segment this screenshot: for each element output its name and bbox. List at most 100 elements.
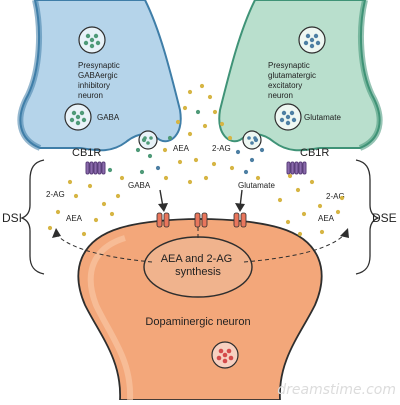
synthesis-label: AEA and 2-AG synthesis	[161, 253, 236, 278]
glutamate-release-arrowhead	[235, 203, 245, 212]
neurotransmitter-dot	[277, 197, 283, 203]
watermark: dreamstime.com	[277, 382, 396, 398]
neurotransmitter-dot	[309, 179, 315, 185]
cb1r-receptor-right	[286, 161, 307, 175]
glutamate-neuron: Presynaptic glutamatergic excitatory neu…	[218, 0, 383, 175]
glutamate-releasing-vesicle	[242, 130, 262, 150]
dopaminergic-neuron-label: Dopaminergic neuron	[145, 316, 250, 328]
gaba-releasing-vesicle	[138, 130, 158, 150]
neurotransmitter-dot	[139, 169, 145, 175]
neurotransmitter-dot	[203, 175, 209, 181]
gaba-neuron-rim	[17, 0, 43, 151]
glutamate-neuron-rim	[357, 0, 383, 151]
neurotransmitter-dot	[73, 193, 79, 199]
neurotransmitter-dot	[135, 147, 141, 153]
neurotransmitter-dot	[287, 173, 293, 179]
cleft-left-2ag-label: 2-AG	[46, 190, 65, 199]
neurotransmitter-dot	[335, 209, 341, 215]
neurotransmitter-dot	[87, 183, 93, 189]
neurotransmitter-dot	[195, 109, 201, 115]
glutamate-vesicle	[298, 26, 326, 54]
neurotransmitter-dot	[182, 105, 188, 111]
neurotransmitter-dot	[81, 231, 87, 237]
postsynaptic-receptor	[194, 212, 208, 228]
gaba-neuron-title: Presynaptic GABAergic inhibitory neuron	[78, 61, 122, 100]
gaba-vesicle	[64, 103, 92, 131]
neurotransmitter-dot	[219, 121, 225, 127]
neurotransmitter-dot	[119, 175, 125, 181]
neurotransmitter-dot	[163, 175, 169, 181]
neurotransmitter-dot	[211, 161, 217, 167]
cleft-aea-center-label: AEA	[173, 144, 190, 153]
neurotransmitter-dot	[101, 201, 107, 207]
left-brace	[20, 159, 45, 275]
cleft-gaba-label: GABA	[128, 181, 151, 190]
postsynaptic-receptor	[156, 212, 170, 228]
retrograde-arrowhead-right	[340, 228, 349, 238]
neurotransmitter-dot	[319, 229, 325, 235]
dopaminergic-neuron: AEA and 2-AG synthesis Dopaminergic neur…	[52, 216, 349, 401]
neurotransmitter-dot	[187, 131, 193, 137]
retrograde-arrowhead-left	[52, 228, 61, 238]
neurotransmitter-dot	[107, 167, 113, 173]
retrograde-arrow-right	[243, 233, 346, 263]
neurotransmitter-dot	[243, 169, 249, 175]
neurotransmitter-dots	[47, 83, 345, 237]
dopaminergic-vesicle	[211, 341, 239, 369]
dsi-label: DSI	[2, 211, 22, 225]
cleft-right-aea-label: AEA	[318, 214, 335, 223]
glutamate-cb1r-label: CB1R	[300, 147, 329, 159]
gaba-vesicle-label: GABA	[97, 113, 120, 122]
neurotransmitter-dot	[285, 219, 291, 225]
neurotransmitter-dot	[175, 119, 181, 125]
neurotransmitter-dot	[202, 123, 208, 129]
neurotransmitter-dot	[301, 211, 307, 217]
neurotransmitter-dot	[177, 159, 183, 165]
neurotransmitter-dot	[317, 203, 323, 209]
cleft-right-2ag-label: 2-AG	[326, 192, 345, 201]
neurotransmitter-dot	[212, 109, 218, 115]
neurotransmitter-dot	[187, 179, 193, 185]
neurotransmitter-dot	[93, 217, 99, 223]
glutamate-neuron-title: Presynaptic glutamatergic excitatory neu…	[268, 61, 318, 100]
neurotransmitter-dot	[339, 195, 345, 201]
neurotransmitter-dot	[259, 147, 265, 153]
neurotransmitter-dot	[115, 193, 121, 199]
neurotransmitter-dot	[162, 147, 168, 153]
gaba-neuron: Presynaptic GABAergic inhibitory neuron …	[17, 0, 182, 175]
neurotransmitter-dot	[295, 187, 301, 193]
postsynaptic-receptor	[233, 212, 247, 228]
neurotransmitter-dot	[155, 165, 161, 171]
neurotransmitter-dot	[249, 157, 255, 163]
neurotransmitter-dot	[141, 137, 147, 143]
neurotransmitter-dot	[167, 135, 173, 141]
neurotransmitter-dot	[255, 175, 261, 181]
gaba-cb1r-label: CB1R	[72, 147, 101, 159]
cleft-left-aea-label: AEA	[66, 214, 83, 223]
neurotransmitter-dot	[55, 209, 61, 215]
right-brace	[355, 159, 380, 275]
neurotransmitter-dot	[235, 149, 241, 155]
cleft-glutamate-label: Glutamate	[238, 181, 275, 190]
neurotransmitter-dot	[187, 89, 193, 95]
cb1r-receptor-left	[85, 161, 106, 175]
neurotransmitter-dot	[193, 157, 199, 163]
neurotransmitter-dot	[47, 225, 53, 231]
glutamate-vesicle	[274, 103, 302, 131]
dopaminergic-neuron-highlight	[87, 235, 134, 401]
neurotransmitter-dot	[147, 153, 153, 159]
retrograde-arrow-left	[55, 233, 153, 263]
neurotransmitter-dot	[109, 211, 115, 217]
dse-label: DSE	[372, 211, 397, 225]
cleft-2ag-center-label: 2-AG	[212, 144, 231, 153]
neurotransmitter-dot	[253, 137, 259, 143]
gaba-vesicle	[78, 26, 106, 54]
neurotransmitter-dot	[229, 165, 235, 171]
neurotransmitter-dot	[227, 135, 233, 141]
glutamate-vesicle-label: Glutamate	[304, 113, 341, 122]
gaba-release-arrowhead	[158, 203, 168, 212]
neurotransmitter-dot	[67, 179, 73, 185]
neurotransmitter-dot	[207, 94, 213, 100]
neurotransmitter-dot	[199, 83, 205, 89]
